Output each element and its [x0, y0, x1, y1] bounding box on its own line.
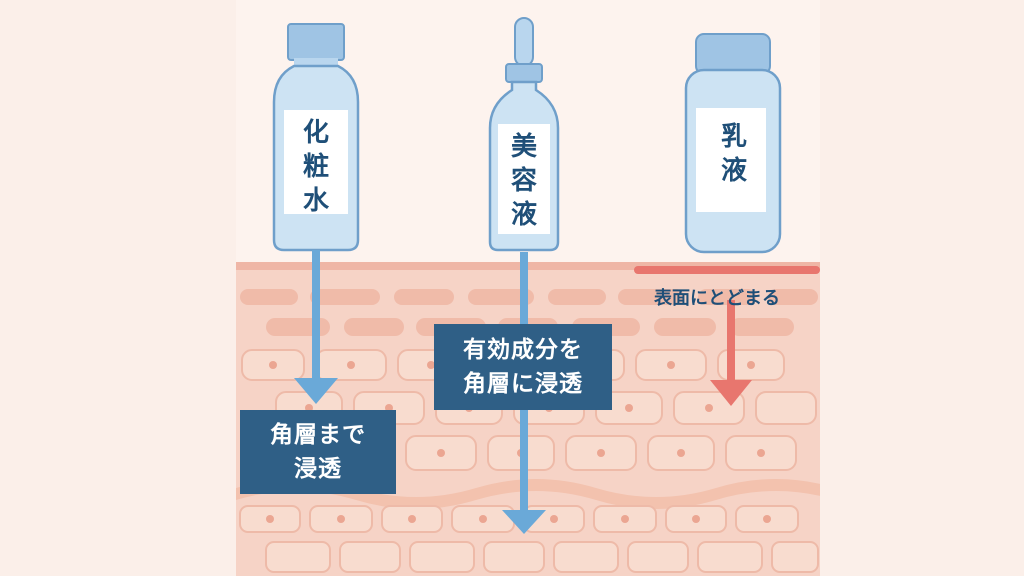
toner-result-box: 角層まで 浸透: [240, 410, 396, 494]
toner-bottle: [272, 23, 360, 252]
emulsion-result-text: 表面にとどまる: [654, 288, 780, 309]
toner-label: 化 粧 水: [302, 118, 329, 216]
diagram-panel: 化 粧 水 美 容 液 乳 液: [236, 0, 820, 576]
emulsion-label: 乳 液: [720, 122, 747, 186]
serum-label: 美 容 液: [510, 132, 537, 230]
serum-bottle: [488, 17, 560, 252]
serum-result-box: 有効成分を 角層に浸透: [434, 324, 612, 410]
emulsion-bottle: [684, 33, 782, 254]
